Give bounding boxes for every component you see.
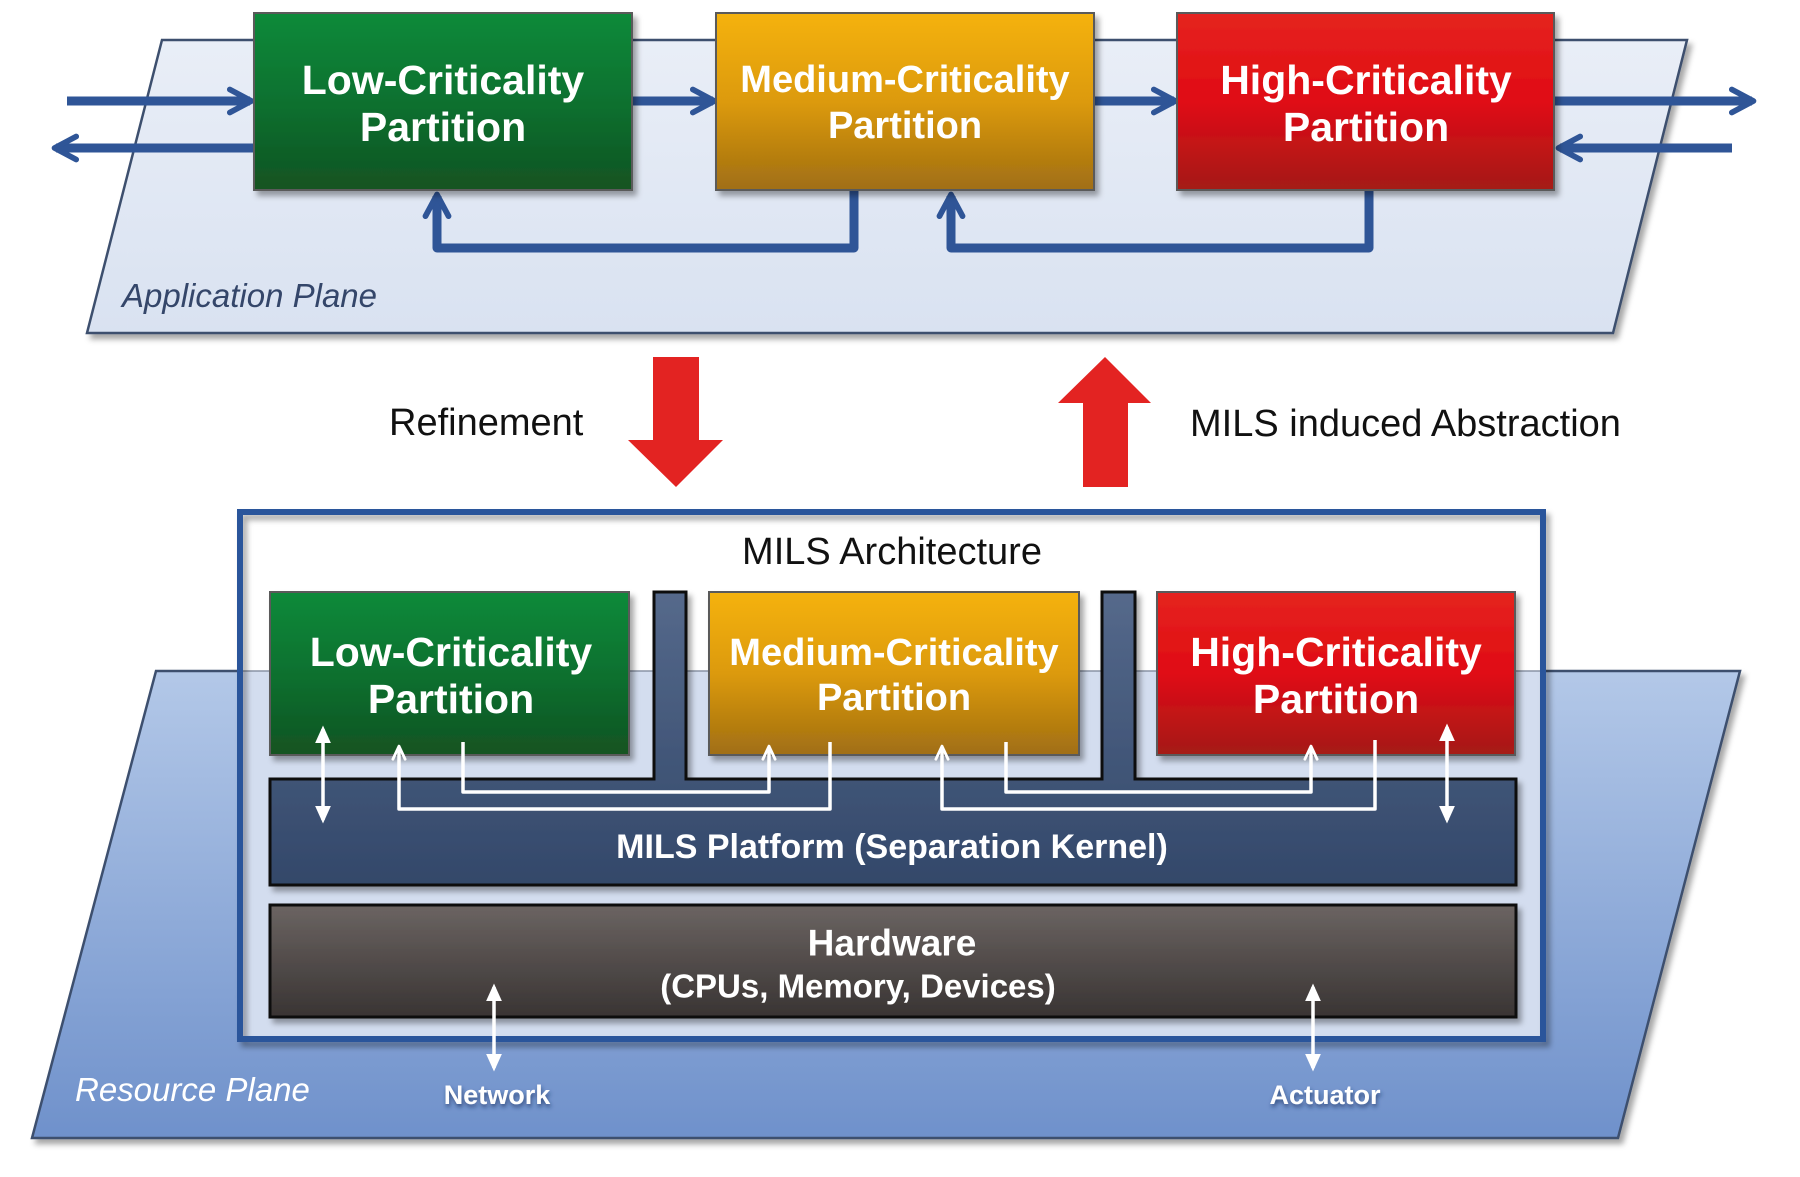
- refinement-label: Refinement: [389, 402, 584, 444]
- mils-partition-high-line1: High-Criticality: [1190, 629, 1482, 675]
- feedback-arrow-high-to-medium: [936, 190, 1374, 253]
- app-partition-low-line2: Partition: [360, 104, 526, 150]
- app-partition-high-line1: High-Criticality: [1220, 57, 1512, 103]
- app-partition-high-line2: Partition: [1283, 104, 1449, 150]
- feedback-arrow-medium-to-low: [422, 190, 859, 253]
- channel-low-to-medium: [461, 742, 777, 794]
- kernel-channels: [315, 723, 1455, 824]
- channel-medium-to-low: [391, 742, 832, 811]
- io-devices: Network Actuator: [444, 983, 1381, 1110]
- transitions: Refinement MILS induced Abstraction: [389, 357, 1621, 487]
- hardware-sublabel: (CPUs, Memory, Devices): [660, 968, 1056, 1005]
- app-partition-low: Low-Criticality Partition: [253, 12, 633, 191]
- refinement-arrow: [628, 357, 723, 487]
- mils-architecture-title: MILS Architecture: [742, 531, 1042, 573]
- app-partition-medium: Medium-Criticality Partition: [715, 12, 1095, 191]
- mils-partition-medium-line1: Medium-Criticality: [729, 632, 1058, 674]
- abstraction-label: MILS induced Abstraction: [1190, 403, 1621, 445]
- mils-partition-medium: Medium-Criticality Partition: [708, 591, 1080, 756]
- mils-partition-medium-line2: Partition: [817, 677, 971, 719]
- platform-label: MILS Platform (Separation Kernel): [616, 828, 1168, 866]
- mils-partition-low-line2: Partition: [368, 676, 534, 722]
- abstraction-arrow: [1058, 357, 1151, 487]
- actuator-label: Actuator: [1269, 1080, 1380, 1110]
- application-plane: Application Plane Low-Criticality Partit…: [51, 12, 1757, 335]
- channel-medium-to-high: [1004, 742, 1319, 794]
- hardware-layer: Hardware (CPUs, Memory, Devices): [268, 903, 1518, 1019]
- separation-kernel-platform: MILS Platform (Separation Kernel): [268, 590, 1518, 887]
- app-partition-medium-line1: Medium-Criticality: [740, 59, 1069, 101]
- mils-partition-low-line1: Low-Criticality: [310, 629, 593, 675]
- app-partition-medium-line2: Partition: [828, 105, 982, 147]
- resource-plane-label: Resource Plane: [75, 1071, 310, 1108]
- app-partition-low-line1: Low-Criticality: [302, 57, 585, 103]
- mils-partition-high: High-Criticality Partition: [1156, 591, 1516, 756]
- mils-partition-high-line2: Partition: [1253, 676, 1419, 722]
- channel-high-to-medium: [934, 740, 1377, 811]
- app-partition-high: High-Criticality Partition: [1176, 12, 1555, 191]
- hardware-label: Hardware: [808, 923, 977, 964]
- network-label: Network: [444, 1080, 552, 1110]
- application-plane-label: Application Plane: [120, 277, 377, 314]
- mils-architecture: MILS Architecture MILS Platform (Separat…: [237, 509, 1546, 1042]
